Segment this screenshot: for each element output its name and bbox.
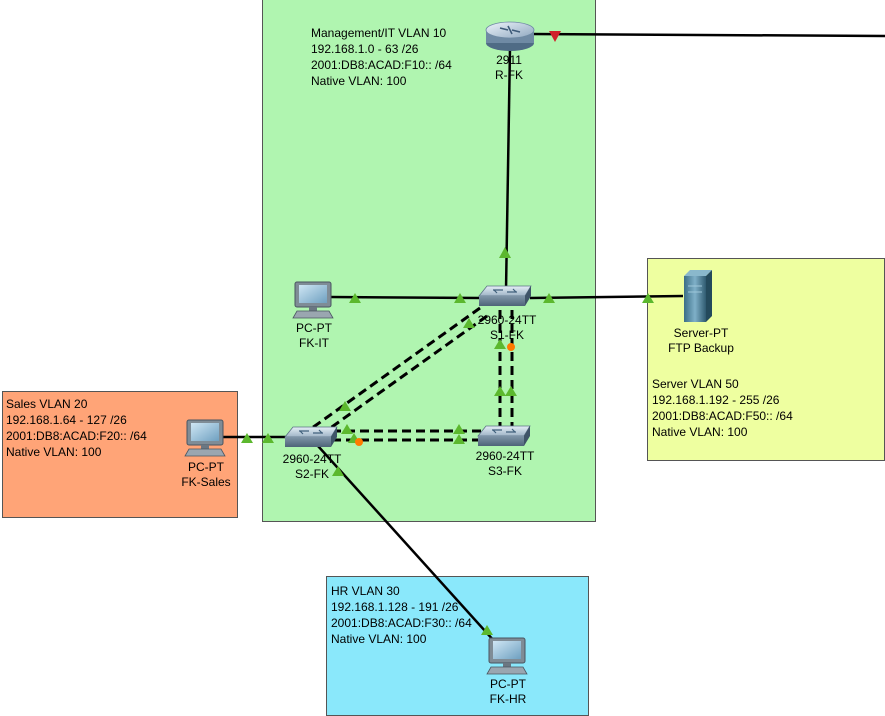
server-model: Server-PT [673,326,729,340]
link-router-s1[interactable] [504,47,512,291]
pc-sales-name: FK-Sales [181,475,231,489]
blocked-port-dot-s2 [355,438,363,446]
server-zone-title: Server VLAN 50 [652,377,739,391]
switch-s3-icon[interactable] [477,425,531,446]
port-status-indicators [241,247,654,635]
hr-zone-title: HR VLAN 30 [331,584,400,598]
down-port-indicator [549,31,561,42]
sales-zone-ipv4: 192.168.1.64 - 127 /26 [6,413,127,427]
management-zone-info: Management/IT VLAN 10 192.168.1.0 - 63 /… [311,25,452,89]
router-icon[interactable] [485,21,535,51]
sales-zone-title: Sales VLAN 20 [6,397,88,411]
hr-zone-ipv6: 2001:DB8:ACAD:F30:: /64 [331,616,472,630]
pc-hr-name: FK-HR [489,692,527,706]
pc-hr-model: PC-PT [489,677,526,691]
router-label: 2911 R-FK [495,53,523,83]
hr-zone-info: HR VLAN 30 192.168.1.128 - 191 /26 2001:… [331,583,472,647]
hr-zone-native: Native VLAN: 100 [331,632,427,646]
server-zone-native: Native VLAN: 100 [652,425,748,439]
switch-s2-icon[interactable] [284,426,338,447]
pc-it-model: PC-PT [296,321,332,335]
hr-zone-ipv4: 192.168.1.128 - 191 /26 [331,600,459,614]
pc-sales-label: PC-PT FK-Sales [181,460,230,490]
management-zone-native: Native VLAN: 100 [311,74,407,88]
switch-s2-model: 2960-24TT [282,452,342,466]
link-s1-server[interactable] [529,294,684,300]
pc-hr-label: PC-PT FK-HR [490,677,527,707]
sales-zone-native: Native VLAN: 100 [6,445,102,459]
switch-s2-name: S2-FK [294,467,330,481]
switch-s1-label: 2960-24TT S1-FK [478,313,537,343]
pc-hr-icon[interactable] [486,637,528,675]
server-name: FTP Backup [668,341,734,355]
management-zone-ipv4: 192.168.1.0 - 63 /26 [311,42,419,56]
link-s1-s3-pair[interactable] [498,310,514,428]
server-zone-ipv4: 192.168.1.192 - 255 /26 [652,393,780,407]
blocked-port-dot-s1 [507,343,515,351]
switch-s1-name: S1-FK [489,328,525,342]
link-router-wan[interactable] [529,32,885,38]
sales-zone-ipv6: 2001:DB8:ACAD:F20:: /64 [6,429,147,443]
router-name: R-FK [495,68,523,82]
pc-it-icon[interactable] [292,281,334,319]
server-icon[interactable] [684,270,712,322]
pc-it-label: PC-PT FK-IT [296,321,332,351]
server-zone-ipv6: 2001:DB8:ACAD:F50:: /64 [652,409,793,423]
pc-sales-model: PC-PT [187,460,224,474]
sales-zone-info: Sales VLAN 20 192.168.1.64 - 127 /26 200… [6,396,147,460]
management-zone-ipv6: 2001:DB8:ACAD:F10:: /64 [311,58,452,72]
switch-s2-label: 2960-24TT S2-FK [283,452,342,482]
link-s1-s2-pair[interactable] [311,306,488,436]
server-zone-info: Server VLAN 50 192.168.1.192 - 255 /26 2… [652,376,793,440]
management-zone-title: Management/IT VLAN 10 [311,26,447,40]
switch-s3-name: S3-FK [487,464,523,478]
server-label: Server-PT FTP Backup [668,326,734,356]
link-s2-pc-hr[interactable] [317,445,496,643]
switch-s1-icon[interactable] [478,285,532,306]
router-model: 2911 [496,53,522,67]
switch-s3-model: 2960-24TT [475,449,535,463]
switch-s1-model: 2960-24TT [477,313,537,327]
pc-sales-icon[interactable] [184,419,226,457]
pc-it-name: FK-IT [299,336,329,350]
switch-s3-label: 2960-24TT S3-FK [476,449,535,479]
